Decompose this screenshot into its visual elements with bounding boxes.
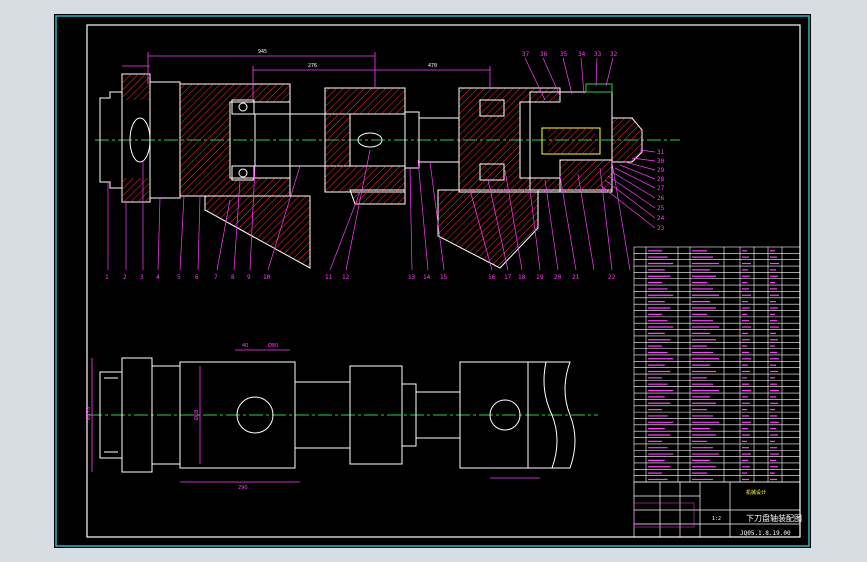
svg-text:30: 30 <box>657 158 665 165</box>
plan-bore-left <box>236 396 274 434</box>
worm-hatch <box>548 128 595 154</box>
svg-text:25: 25 <box>657 205 665 212</box>
callout-leaders <box>107 149 631 271</box>
right-housing-hatch <box>458 87 561 193</box>
svg-text:21: 21 <box>572 274 580 281</box>
svg-text:19: 19 <box>536 274 544 281</box>
svg-text:8: 8 <box>231 274 235 281</box>
svg-text:6: 6 <box>195 274 199 281</box>
svg-text:24: 24 <box>657 215 665 222</box>
svg-text:14: 14 <box>423 274 431 281</box>
sheet-outer-border <box>55 15 810 547</box>
sprocket-keyway <box>357 132 383 148</box>
sheet-background <box>54 14 811 548</box>
svg-text:12: 12 <box>342 274 350 281</box>
drawing-number: JQ05.1.8.19.00 <box>740 530 791 537</box>
drawing-title: 下刀盘轴装配图 <box>746 513 802 523</box>
handle-top <box>585 83 613 93</box>
svg-text:27: 27 <box>657 185 665 192</box>
dim-470: 470 <box>428 63 437 69</box>
svg-text:1: 1 <box>105 274 109 281</box>
svg-text:13: 13 <box>408 274 416 281</box>
svg-text:26: 26 <box>657 195 665 202</box>
svg-text:20: 20 <box>554 274 562 281</box>
svg-text:15: 15 <box>440 274 448 281</box>
base-hatch-mid <box>349 189 406 205</box>
svg-text:34: 34 <box>578 51 586 58</box>
right-bearing-top <box>479 99 505 117</box>
left-bearing-ball-top <box>238 102 248 112</box>
right-bearing-bottom <box>479 163 505 181</box>
callout-numbers-top: 37 36 35 34 33 32 <box>522 51 618 58</box>
svg-text:32: 32 <box>610 51 618 58</box>
section-view: 945 276 470 <box>95 49 680 281</box>
svg-text:35: 35 <box>560 51 568 58</box>
svg-text:17: 17 <box>504 274 512 281</box>
plan-left-disc <box>104 377 118 453</box>
dim-290: 290 <box>238 485 248 491</box>
svg-text:2: 2 <box>123 274 127 281</box>
svg-text:31: 31 <box>657 149 665 156</box>
svg-text:33: 33 <box>594 51 602 58</box>
drawing-scale: 1:2 <box>712 516 721 522</box>
left-bearing-bottom <box>231 165 255 181</box>
plan-view <box>88 357 598 473</box>
plan-break-line <box>528 361 576 469</box>
svg-text:11: 11 <box>325 274 333 281</box>
plan-break-line-2 <box>543 361 558 469</box>
plan-housing-right <box>459 361 529 469</box>
callout-numbers-bottom: 1 2 3 4 5 6 7 8 9 10 11 12 13 14 15 16 1… <box>105 274 616 281</box>
left-bearing-ball-bottom <box>238 168 248 178</box>
dim-68: Ø68 <box>193 410 200 420</box>
svg-text:9: 9 <box>247 274 251 281</box>
svg-text:4: 4 <box>156 274 160 281</box>
dim-276: 276 <box>308 63 317 69</box>
right-bottom-hatch <box>559 159 613 193</box>
svg-text:16: 16 <box>488 274 496 281</box>
svg-text:18: 18 <box>518 274 526 281</box>
svg-text:7: 7 <box>214 274 218 281</box>
svg-text:23: 23 <box>657 225 665 232</box>
dim-40: 40 <box>242 343 248 349</box>
plan-dimensions <box>91 349 540 483</box>
top-dimensions <box>122 52 491 100</box>
left-bearing-top <box>231 99 255 115</box>
svg-text:10: 10 <box>263 274 271 281</box>
dim-945: 945 <box>258 49 267 55</box>
svg-text:3: 3 <box>140 274 144 281</box>
base-hatch-left <box>204 195 311 269</box>
callout-numbers-right: 23 24 25 26 27 28 29 30 31 <box>657 149 665 232</box>
dim-80: Ø80 <box>268 342 278 349</box>
dim-178: Ø178 <box>85 407 92 420</box>
title-block-fill <box>633 502 695 528</box>
right-leaders <box>524 57 656 229</box>
title-block <box>633 481 801 538</box>
svg-text:29: 29 <box>657 167 665 174</box>
company-note: 机械设计 <box>746 489 766 496</box>
svg-text:37: 37 <box>522 51 530 58</box>
left-hub-hatch-top <box>122 74 150 100</box>
svg-text:36: 36 <box>540 51 548 58</box>
left-keyway <box>129 117 151 163</box>
svg-text:22: 22 <box>608 274 616 281</box>
end-cap <box>611 117 643 163</box>
left-hub-hatch-bottom <box>122 178 150 202</box>
svg-text:28: 28 <box>657 176 665 183</box>
plan-bore-right <box>489 399 521 431</box>
svg-text:5: 5 <box>177 274 181 281</box>
